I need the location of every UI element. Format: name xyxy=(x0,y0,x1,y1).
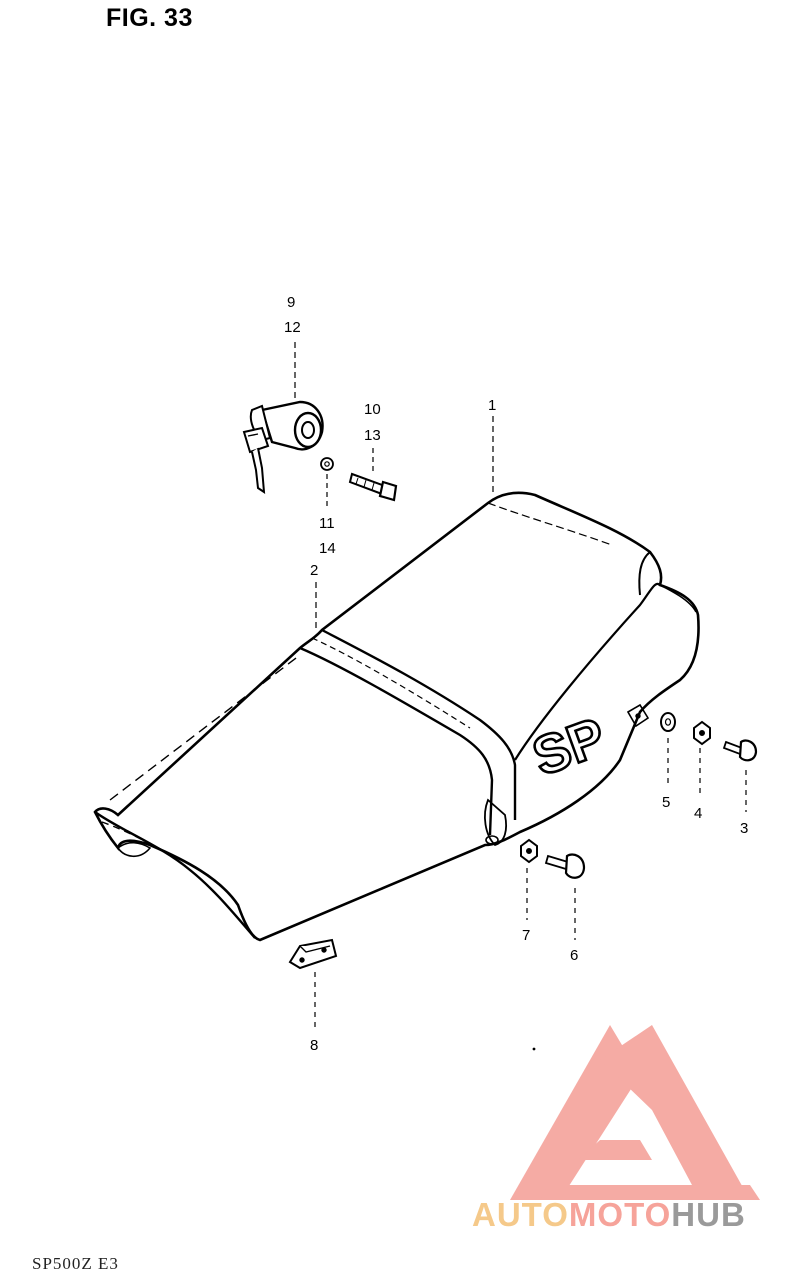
washer-5-icon xyxy=(660,712,676,732)
seat-lock-icon xyxy=(242,400,324,494)
callout-13: 13 xyxy=(364,427,381,444)
watermark-logo-icon xyxy=(510,1025,760,1200)
callout-5: 5 xyxy=(662,794,670,811)
callout-4: 4 xyxy=(694,805,702,822)
watermark-text: AUTOMOTOHUB xyxy=(472,1196,746,1234)
model-code: SP500Z E3 xyxy=(32,1254,119,1273)
callout-2: 2 xyxy=(310,562,318,579)
watermark-auto: AUTO xyxy=(472,1196,569,1233)
watermark-moto: MOTO xyxy=(568,1196,672,1233)
bracket-8-icon xyxy=(288,938,338,970)
washer-11-icon xyxy=(320,457,334,471)
callout-8: 8 xyxy=(310,1037,318,1054)
stray-dot xyxy=(532,1047,536,1051)
callout-3: 3 xyxy=(740,820,748,837)
bolt-3-icon xyxy=(722,739,758,762)
bolt-10-icon xyxy=(348,472,398,502)
figure-title: FIG. 33 xyxy=(106,4,193,32)
callout-12: 12 xyxy=(284,319,301,336)
callout-9: 9 xyxy=(287,294,295,311)
callout-labels: 9 12 10 13 1 11 14 2 5 4 3 7 6 8 xyxy=(284,294,748,1054)
nut-7-icon xyxy=(520,838,538,864)
callout-11: 11 xyxy=(319,515,335,532)
callout-14: 14 xyxy=(319,540,336,557)
callout-7: 7 xyxy=(522,927,530,944)
watermark-hub: HUB xyxy=(671,1196,746,1233)
nut-4-icon xyxy=(693,720,711,746)
callout-1: 1 xyxy=(488,397,496,414)
callout-6: 6 xyxy=(570,947,578,964)
callout-10: 10 xyxy=(364,401,381,418)
bolt-6-icon xyxy=(544,853,586,879)
seat-assembly xyxy=(93,491,700,942)
